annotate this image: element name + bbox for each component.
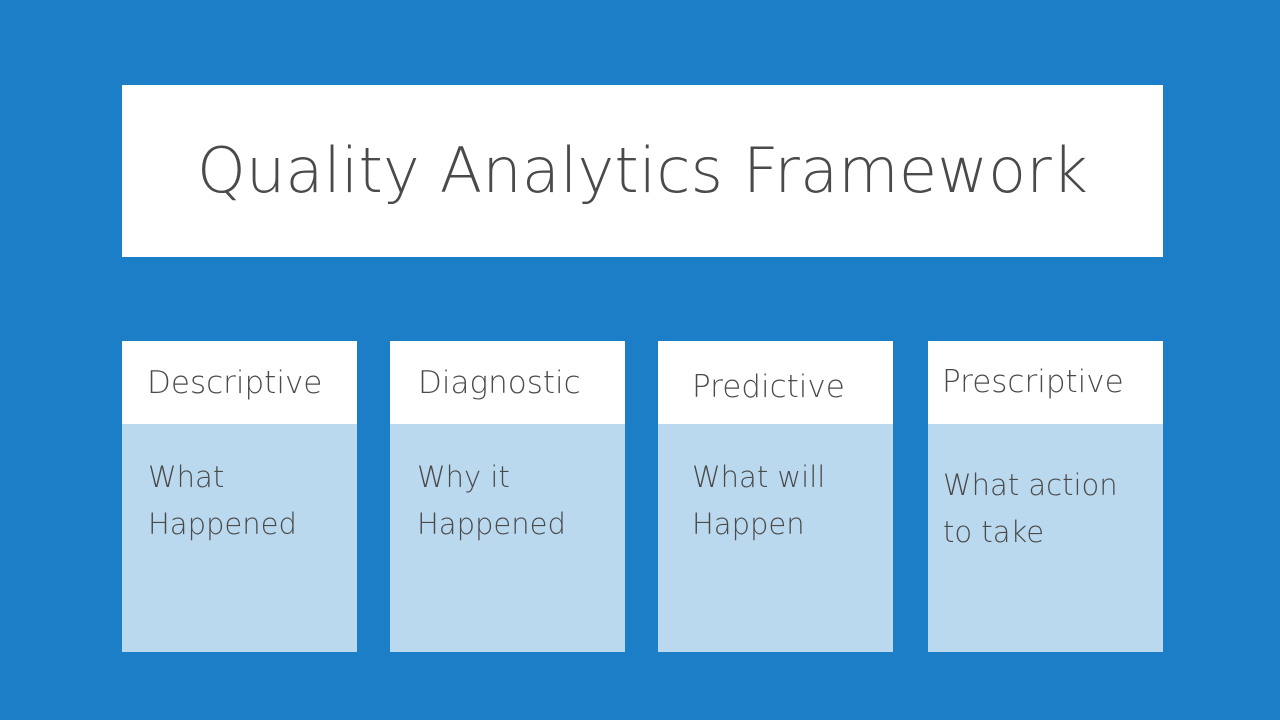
card-description-descriptive: What Happened [148, 460, 297, 541]
analytics-card-descriptive[interactable]: Descriptive What Happened [122, 341, 357, 652]
card-header-predictive: Predictive [658, 341, 893, 424]
page-title: Quality Analytics Framework [196, 134, 1089, 208]
card-title-descriptive: Descriptive [147, 365, 323, 401]
card-title-diagnostic: Diagnostic [418, 365, 581, 401]
analytics-card-predictive[interactable]: Predictive What will Happen [658, 341, 893, 652]
card-header-prescriptive: Prescriptive [928, 341, 1163, 424]
title-banner: Quality Analytics Framework [122, 85, 1163, 257]
card-body-prescriptive: What action to take [928, 424, 1163, 652]
analytics-card-prescriptive[interactable]: Prescriptive What action to take [928, 341, 1163, 652]
card-description-diagnostic: Why it Happened [417, 460, 566, 541]
card-description-prescriptive: What action to take [943, 468, 1118, 549]
analytics-card-diagnostic[interactable]: Diagnostic Why it Happened [390, 341, 625, 652]
card-body-descriptive: What Happened [122, 424, 357, 652]
card-header-descriptive: Descriptive [122, 341, 357, 424]
card-title-predictive: Predictive [692, 369, 845, 405]
card-body-diagnostic: Why it Happened [390, 424, 625, 652]
card-body-predictive: What will Happen [658, 424, 893, 652]
analytics-card-row: Descriptive What Happened Diagnostic Why… [122, 341, 1163, 652]
card-header-diagnostic: Diagnostic [390, 341, 625, 424]
card-description-predictive: What will Happen [692, 460, 826, 541]
card-title-prescriptive: Prescriptive [942, 364, 1124, 400]
